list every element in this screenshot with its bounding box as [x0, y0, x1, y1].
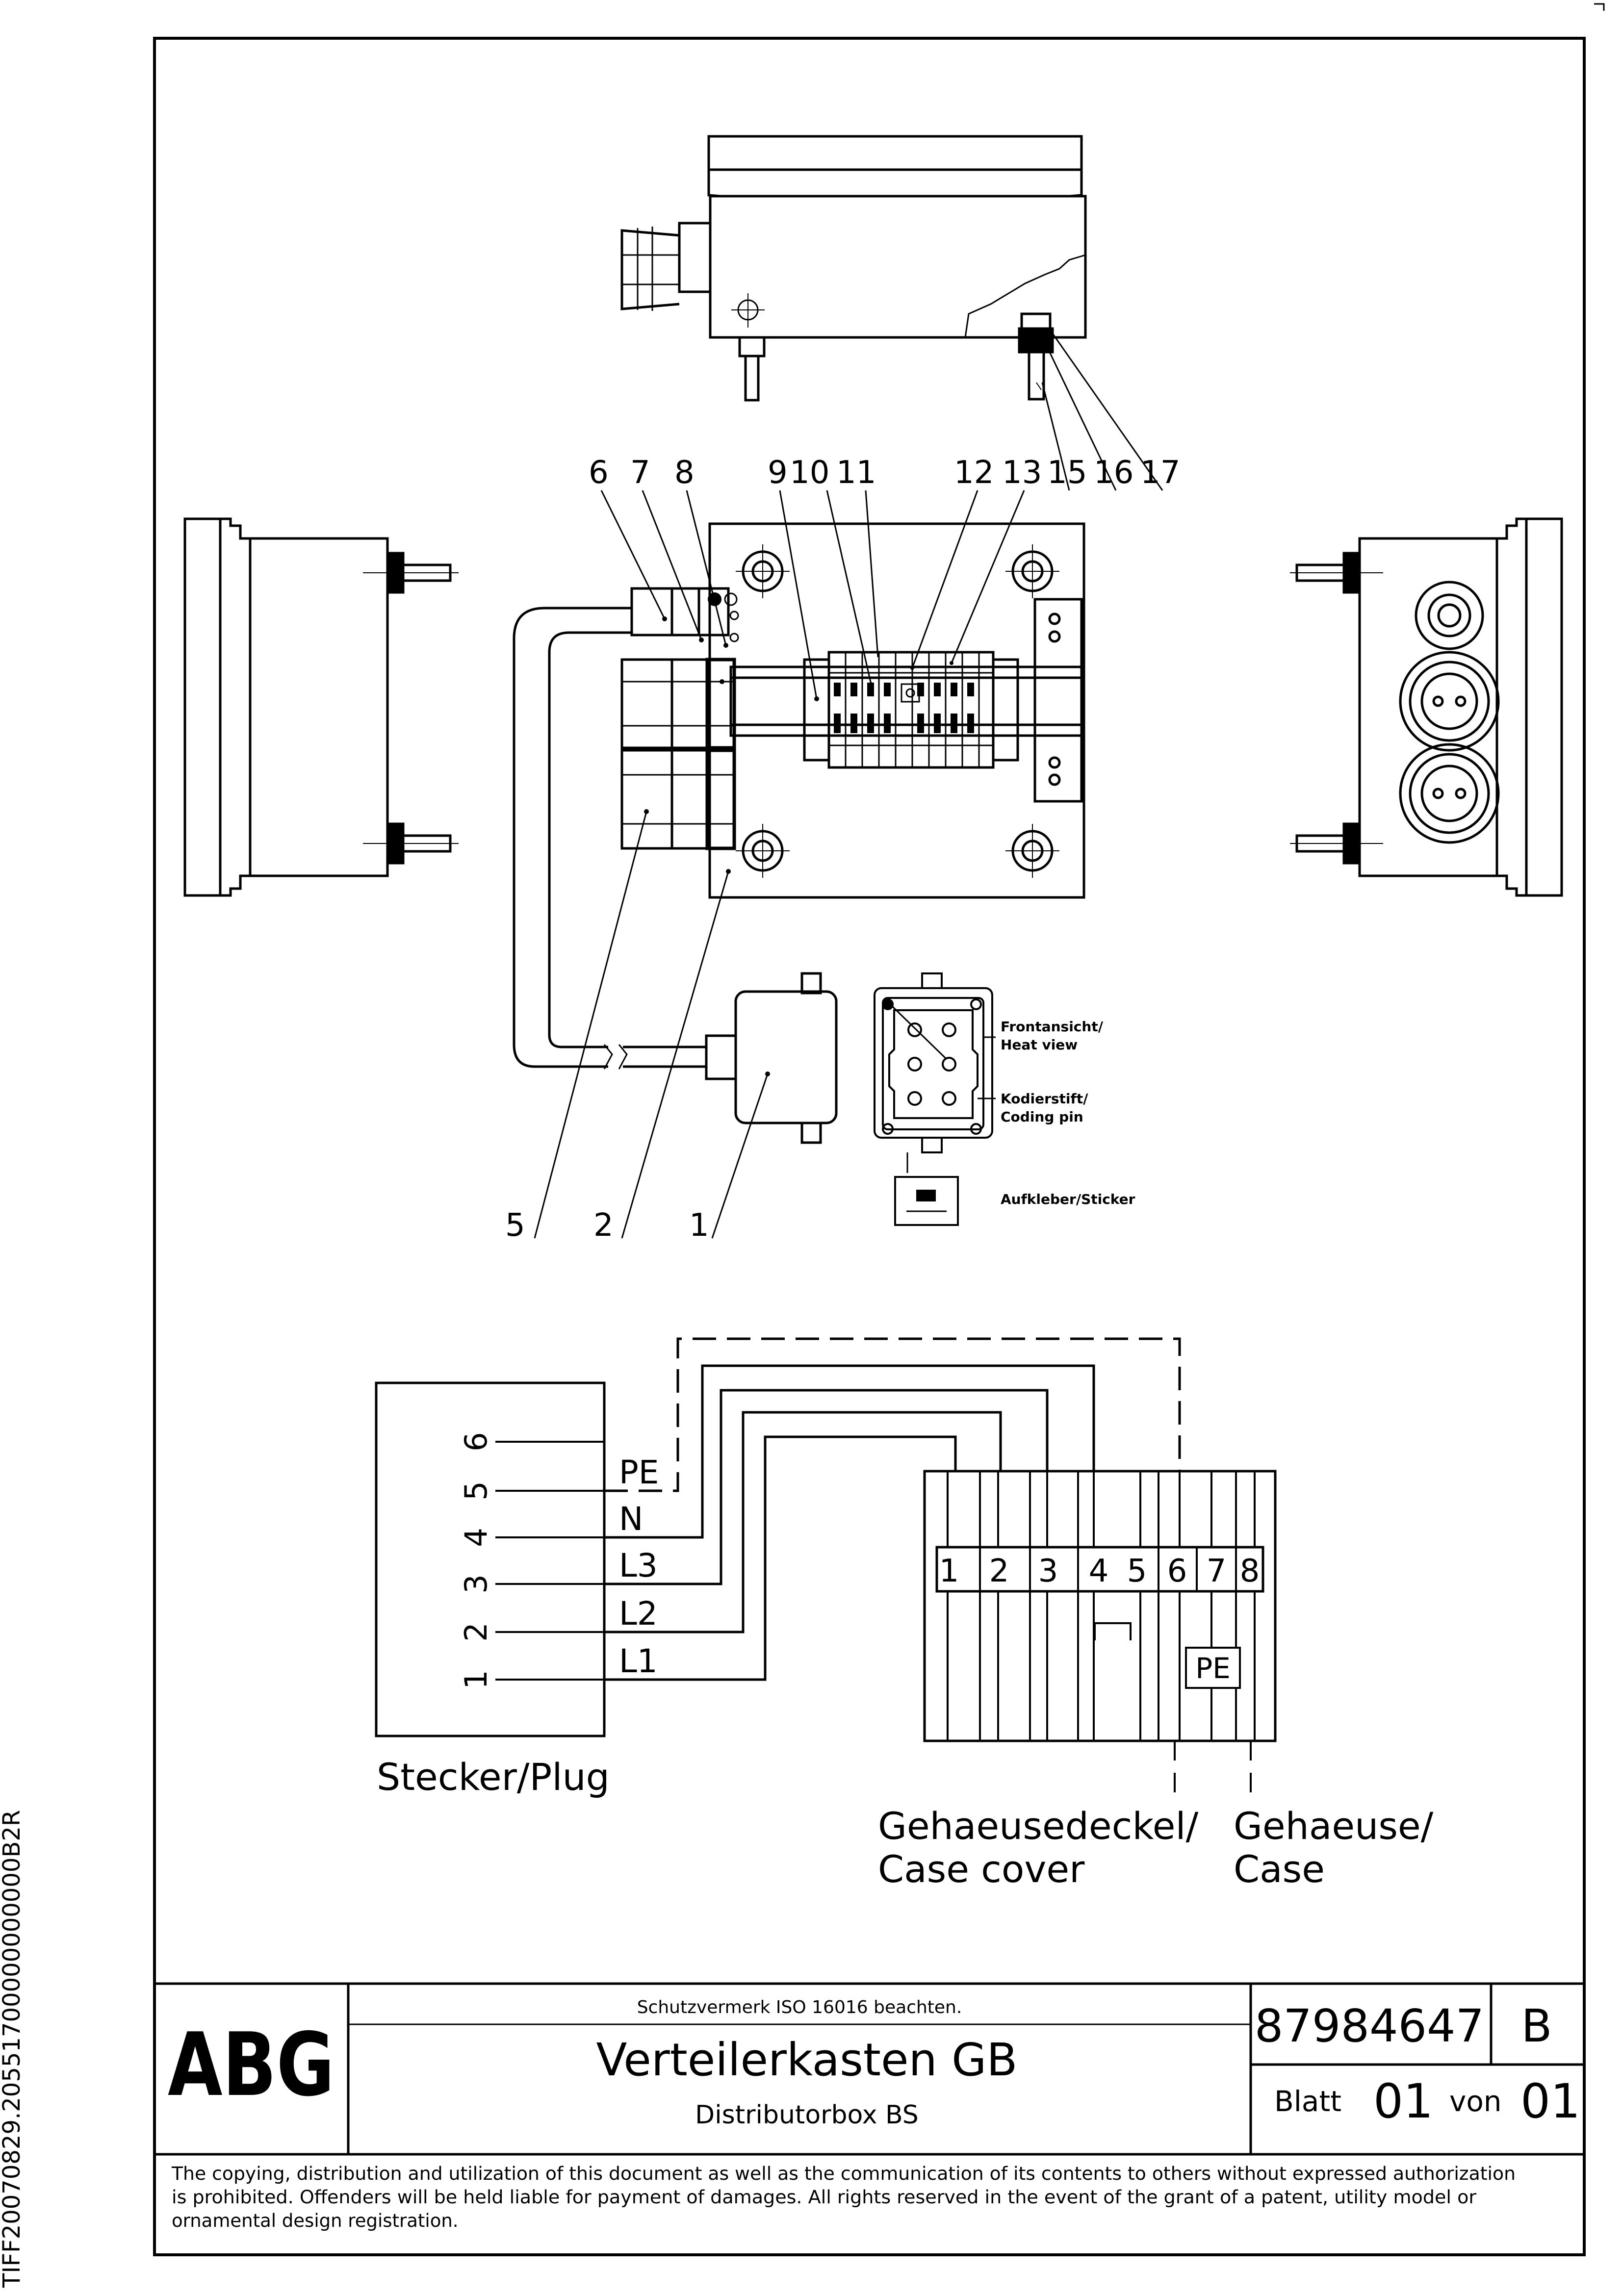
terminal-7: 7	[1207, 1553, 1227, 1589]
wiring-diagram	[375, 1337, 1277, 1795]
callout-10: 10	[790, 455, 829, 491]
drawing-frame	[153, 37, 1586, 2256]
case-cover-label-1: Gehaeusedeckel/	[878, 1804, 1199, 1848]
terminal-4: 4	[1089, 1553, 1109, 1589]
terminal-3: 3	[1038, 1553, 1058, 1589]
terminal-5: 5	[1127, 1553, 1147, 1589]
terminal-1: 1	[939, 1553, 959, 1589]
protection-note: Schutzvermerk ISO 16016 beachten.	[637, 1997, 962, 2017]
copyright-line-1: The copying, distribution and utilizatio…	[171, 2163, 1516, 2184]
leader-lines	[534, 333, 1163, 1239]
coding-pin-label-1: Kodierstift/	[1001, 1091, 1088, 1107]
case-label-2: Case	[1234, 1847, 1325, 1891]
pin-4: 4	[458, 1528, 494, 1547]
callout-9: 9	[768, 455, 788, 491]
front-view-box	[513, 522, 1085, 1144]
case-cover-label-2: Case cover	[878, 1847, 1085, 1891]
title-block	[154, 1982, 1584, 2156]
wire-label-l3: L3	[619, 1547, 658, 1584]
plug-label: Stecker/Plug	[377, 1755, 610, 1799]
pin-1: 1	[458, 1670, 494, 1689]
copyright-notice: The copying, distribution and utilizatio…	[171, 2163, 1516, 2231]
right-side-view	[1290, 517, 1563, 897]
callout-17: 17	[1140, 455, 1180, 491]
wire-label-pe: PE	[619, 1454, 659, 1491]
copyright-line-3: ornamental design registration.	[172, 2210, 459, 2231]
callout-12: 12	[954, 455, 994, 491]
sheet-label: Blatt	[1274, 2085, 1341, 2118]
callout-15: 15	[1047, 455, 1087, 491]
corner-mark	[1594, 3, 1605, 11]
left-side-view	[183, 517, 459, 897]
revision: B	[1521, 2000, 1552, 2052]
callout-16: 16	[1094, 455, 1133, 491]
terminal-2: 2	[989, 1553, 1009, 1589]
pin-3: 3	[458, 1574, 494, 1593]
pe-box-label: PE	[1195, 1652, 1231, 1685]
pin-2: 2	[458, 1622, 494, 1641]
callout-7: 7	[630, 455, 650, 491]
connector-face-view	[874, 972, 996, 1226]
callout-1: 1	[689, 1207, 709, 1244]
copyright-line-2: is prohibited. Offenders will be held li…	[172, 2187, 1477, 2208]
top-view-enclosure	[620, 135, 1087, 402]
wire-label-l2: L2	[619, 1595, 658, 1633]
drawing-title: Verteilerkasten GB	[596, 2034, 1017, 2086]
front-view-label-2: Heat view	[1001, 1037, 1078, 1053]
sheet-total: 01	[1520, 2074, 1580, 2129]
callouts-bottom: 5 2 1	[505, 1207, 709, 1244]
case-label-1: Gehaeuse/	[1234, 1804, 1434, 1848]
abg-logo: ABG	[168, 2014, 335, 2116]
callout-5: 5	[505, 1207, 525, 1244]
wire-label-l1: L1	[619, 1642, 658, 1680]
callout-8: 8	[674, 455, 695, 491]
side-code: TIFF20070829.20551700000000000B2R	[0, 1810, 26, 2288]
pin-5: 5	[458, 1481, 494, 1500]
terminal-8: 8	[1240, 1553, 1260, 1589]
callout-13: 13	[1002, 455, 1042, 491]
drawing-number: 87984647	[1255, 2000, 1484, 2052]
pin-6: 6	[458, 1432, 494, 1451]
terminal-numbers: 1 2 3 4 5 6 7 8	[939, 1553, 1260, 1589]
wire-label-n: N	[619, 1500, 643, 1538]
wire-labels: PE N L3 L2 L1	[619, 1454, 659, 1680]
drawing-subtitle: Distributorbox BS	[695, 2100, 919, 2130]
callout-2: 2	[593, 1207, 614, 1244]
callout-6: 6	[589, 455, 609, 491]
coding-pin-label-2: Coding pin	[1001, 1109, 1083, 1125]
front-view-label-1: Frontansicht/	[1001, 1019, 1104, 1035]
callouts-top: 6 7 8 9 10 11 12 13 15 16 17	[589, 455, 1180, 491]
sheet-number: 01	[1373, 2074, 1433, 2129]
case-labels: Gehaeusedeckel/ Case cover Gehaeuse/ Cas…	[878, 1804, 1434, 1891]
connector-notes: Frontansicht/ Heat view Kodierstift/ Cod…	[1001, 1019, 1135, 1207]
terminal-6: 6	[1167, 1553, 1187, 1589]
part-dots	[644, 616, 953, 1076]
of-label: von	[1449, 2085, 1502, 2118]
callout-11: 11	[836, 455, 876, 491]
sticker-label: Aufkleber/Sticker	[1001, 1191, 1135, 1207]
plug-pin-numbers: 6 5 4 3 2 1	[458, 1432, 494, 1689]
